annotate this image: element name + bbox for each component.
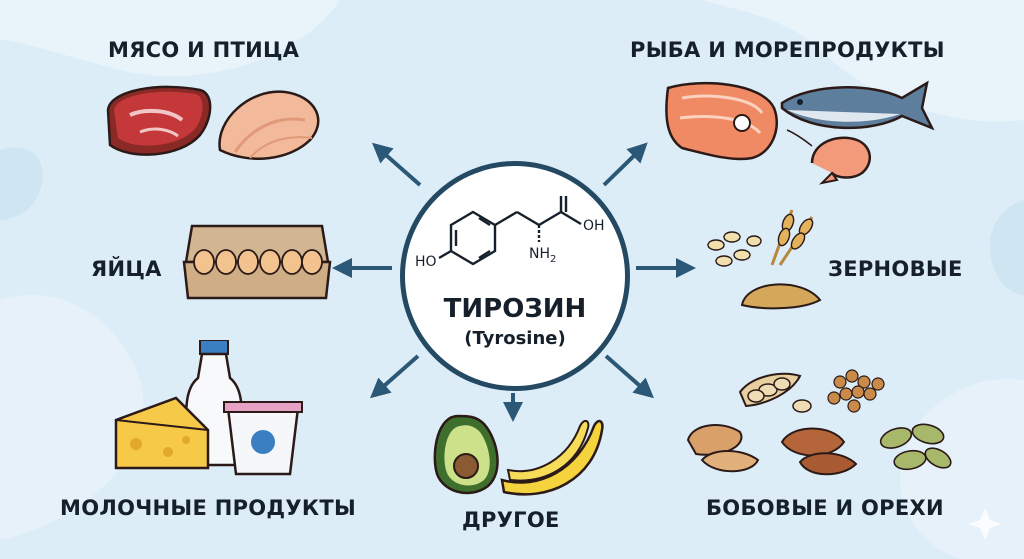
label-dairy: МОЛОЧНЫЕ ПРОДУКТЫ xyxy=(60,496,357,520)
label-fish: РЫБА И МОРЕПРОДУКТЫ xyxy=(630,38,945,62)
tyrosine-center-circle: HO OH O NH2 ТИРОЗИН (Tyrosine) xyxy=(400,161,630,391)
o-label: O xyxy=(557,194,568,198)
label-other: ДРУГОЕ xyxy=(462,508,560,532)
legumes-group xyxy=(686,369,952,476)
egg-carton-icon xyxy=(182,224,332,300)
nh2-label: NH2 xyxy=(529,246,556,265)
shrimp-icon xyxy=(786,129,871,185)
arrow-legumes xyxy=(604,354,655,399)
tyrosine-structure-icon: HO OH O NH2 xyxy=(415,194,605,270)
label-legumes: БОБОВЫЕ И ОРЕХИ xyxy=(706,496,944,520)
pumpkin-seeds-icon xyxy=(879,423,952,471)
meat-group xyxy=(106,85,320,160)
center-title: ТИРОЗИН xyxy=(443,294,587,324)
fish-group xyxy=(665,80,935,185)
arrow-fish xyxy=(602,142,648,187)
nuts-icon xyxy=(686,424,858,476)
cheese-icon xyxy=(114,396,210,470)
other-group xyxy=(433,414,604,496)
arrow-meat xyxy=(371,142,422,187)
center-subtitle: (Tyrosine) xyxy=(464,328,566,349)
banana-icon xyxy=(500,419,604,496)
avocado-icon xyxy=(433,414,499,495)
arrow-dairy xyxy=(369,354,420,399)
label-grains: ЗЕРНОВЫЕ xyxy=(828,257,963,281)
tuna-fish-icon xyxy=(780,80,935,131)
eggs-group xyxy=(182,224,332,300)
lentils-icon xyxy=(827,369,885,413)
label-eggs: ЯЙЦА xyxy=(91,257,162,281)
steak-icon xyxy=(106,85,212,156)
dairy-group xyxy=(114,340,303,476)
ho-label: HO xyxy=(415,254,437,270)
wheat-grains-icon xyxy=(707,209,822,310)
oh-label: OH xyxy=(583,218,605,234)
yogurt-cup-icon xyxy=(223,401,303,476)
label-meat: МЯСО И ПТИЦА xyxy=(108,38,300,62)
chicken-breast-icon xyxy=(218,90,320,160)
grains-group xyxy=(707,209,822,310)
salmon-steak-icon xyxy=(665,81,779,161)
beans-icon xyxy=(738,372,812,413)
